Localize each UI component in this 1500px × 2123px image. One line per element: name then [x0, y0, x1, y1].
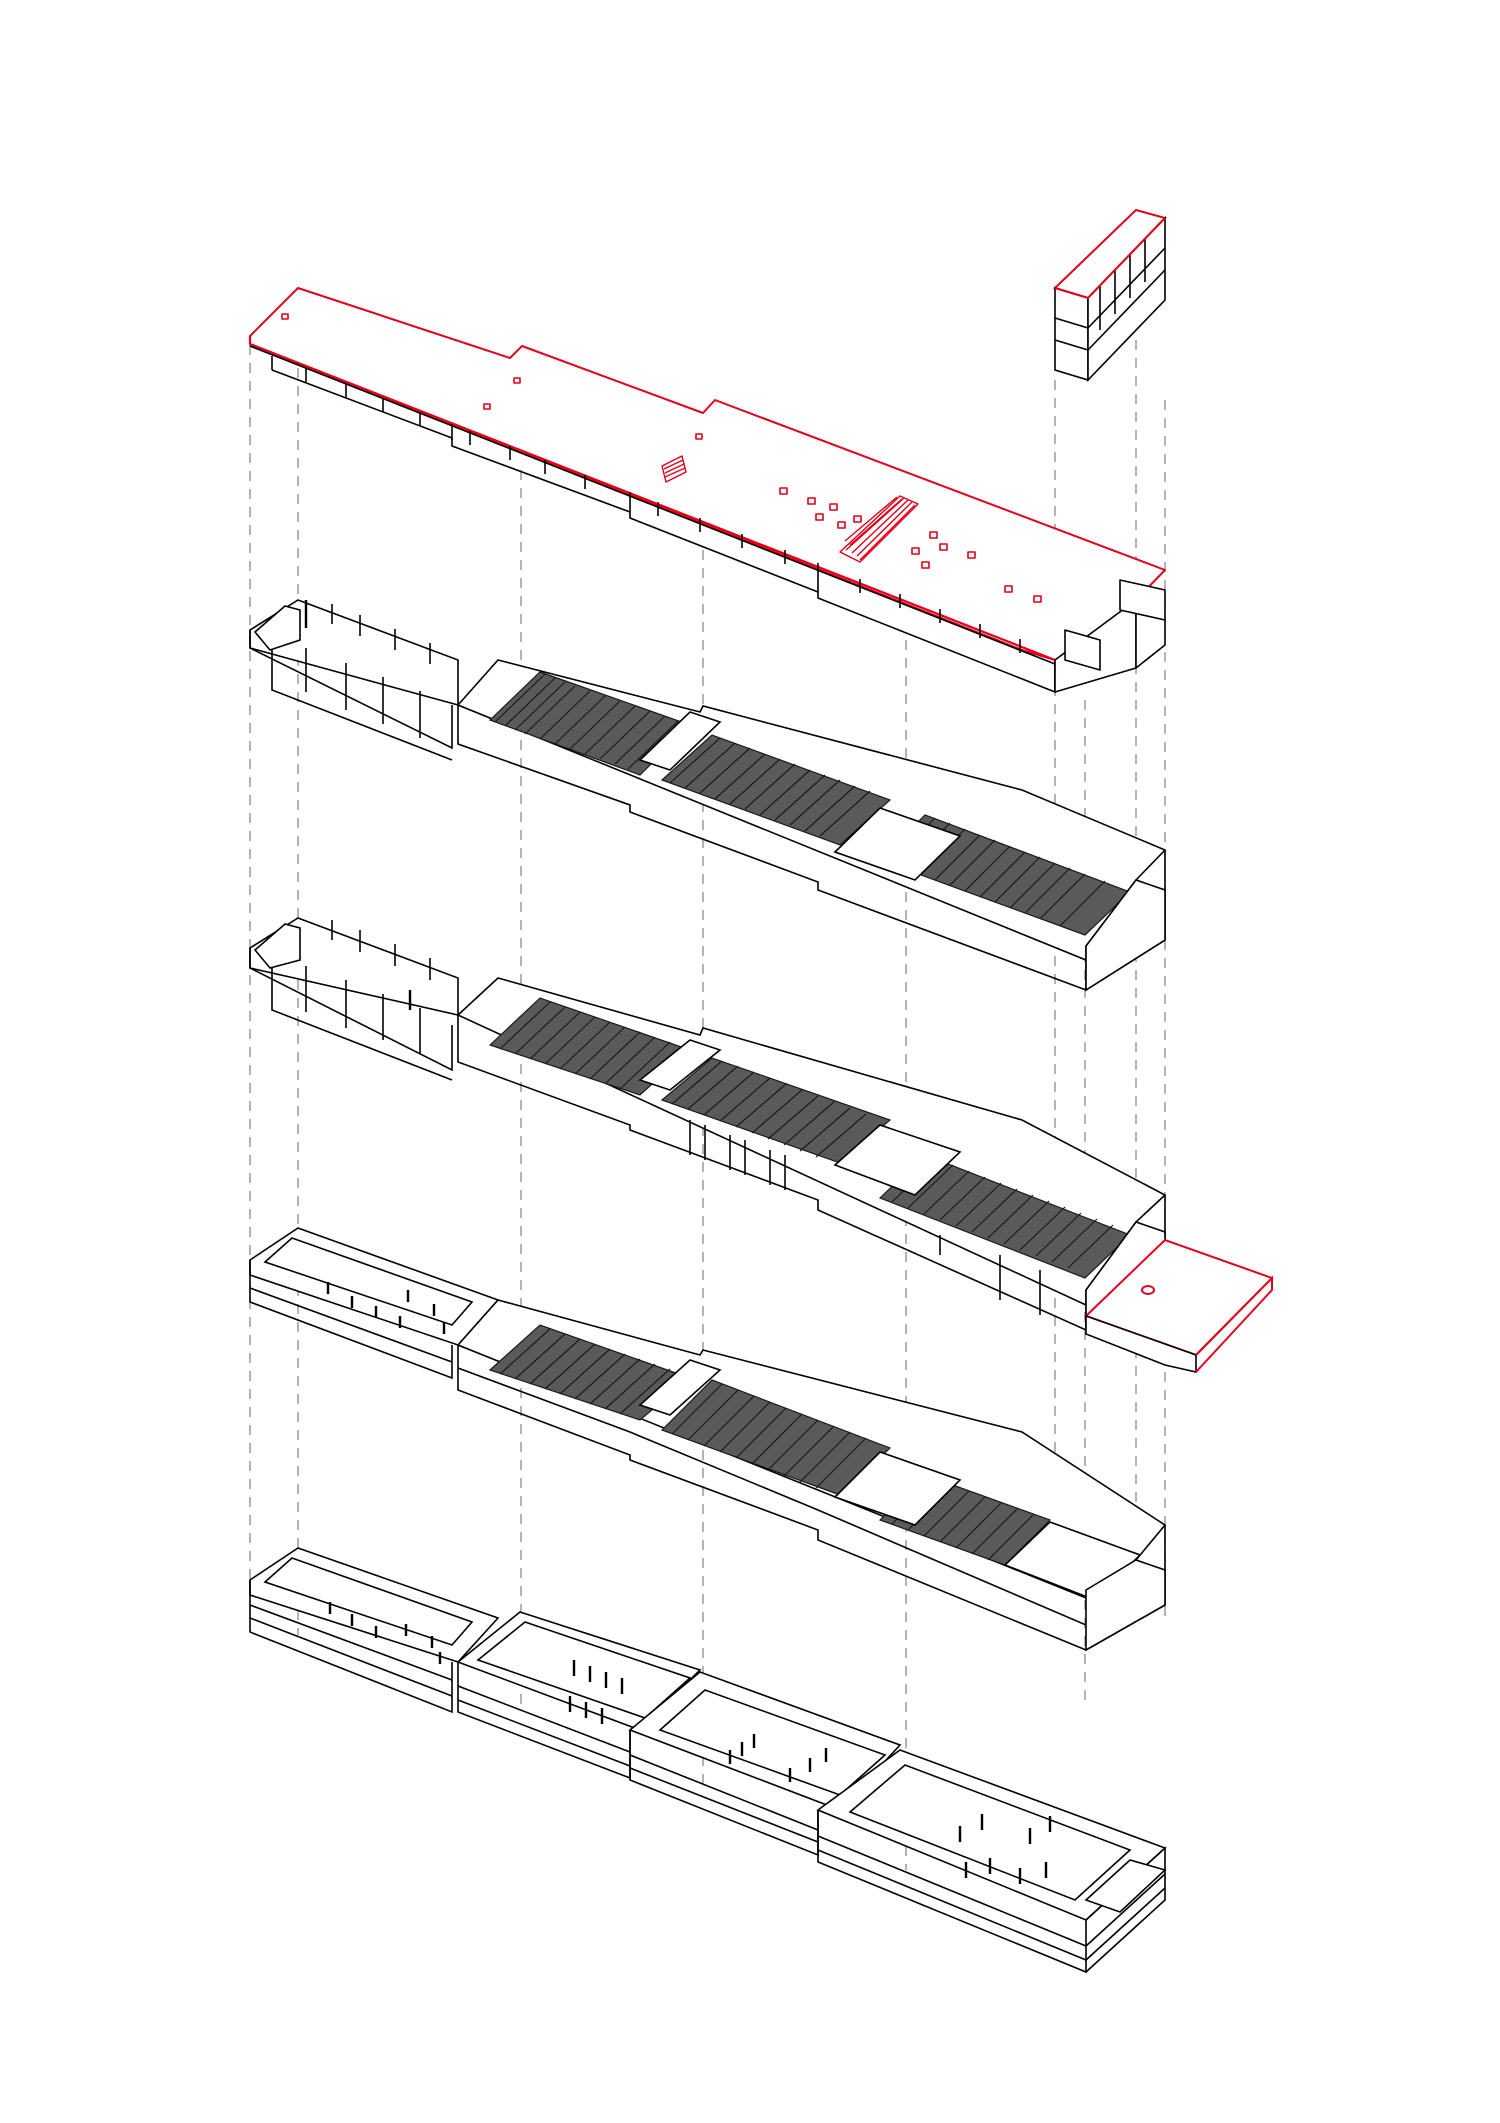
roof-skylights	[281, 313, 1042, 603]
annex-slab-opening	[1141, 1285, 1155, 1295]
level-1-left-posts	[326, 1282, 446, 1334]
roof-parapet	[248, 336, 1056, 662]
level-2	[249, 917, 1167, 1332]
level-3-left-posts	[304, 600, 431, 738]
level-1-void-a	[638, 1359, 722, 1416]
roof-stair-small	[661, 455, 687, 483]
roof-slab	[249, 287, 1166, 693]
ground-level	[249, 1547, 1167, 1974]
roof-stair-large	[839, 495, 919, 563]
ground-core-right	[1084, 1859, 1167, 1913]
level-3-core-left	[253, 605, 301, 651]
ground-left-posts	[328, 1602, 442, 1664]
ground-block-3-posts	[728, 1734, 828, 1782]
level-3-void-b	[833, 807, 962, 881]
annex-slab-side	[1085, 1314, 1197, 1374]
level-1-core-right	[1085, 1559, 1166, 1652]
ground-block-4-posts	[958, 1814, 1052, 1884]
level-1-void-b	[833, 1451, 962, 1526]
level-3-void-a	[638, 711, 722, 771]
level-2-pilotis	[689, 1120, 1041, 1315]
roof-mullions	[271, 356, 1021, 653]
annex-slab	[1084, 1238, 1274, 1374]
level-2-core-left	[253, 923, 301, 969]
tower-front	[1054, 286, 1089, 382]
level-3	[249, 599, 1167, 992]
alignment-guides	[249, 340, 1166, 1870]
tower-red-edge	[1054, 217, 1166, 300]
level-1-joists-b	[660, 1379, 892, 1496]
roof-level	[248, 287, 1166, 693]
level-2-void-a	[638, 1039, 722, 1091]
level-2-void-b	[833, 1124, 962, 1196]
level-3-joists-b	[660, 734, 892, 846]
level-2-left-posts	[305, 920, 431, 1054]
roof-end-block	[1054, 579, 1166, 693]
level-3-core-right	[1085, 879, 1166, 992]
level-1	[249, 1227, 1167, 1652]
tower-floors	[1054, 238, 1166, 351]
ground-block-2-posts	[568, 1660, 624, 1724]
annex-tower	[1053, 208, 1167, 382]
level-2-joists-b	[660, 1057, 892, 1164]
